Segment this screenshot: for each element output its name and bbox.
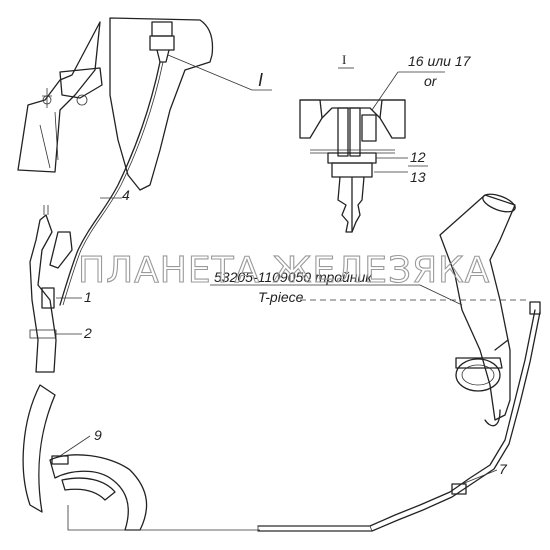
label-13: 13 — [410, 169, 426, 185]
bottom-dash-line — [67, 505, 260, 531]
view-leader-line — [167, 54, 253, 91]
corrugated-hose — [22, 384, 148, 531]
tee-english-label: T-piece — [258, 289, 304, 305]
label-1: 1 — [84, 289, 92, 305]
tee-part-number-label: 53205-1109050 тройник — [214, 269, 373, 285]
label-7: 7 — [499, 461, 508, 477]
label-9: 9 — [94, 427, 102, 443]
leader-16-17 — [371, 71, 399, 111]
label-16-17: 16 или 17 — [408, 53, 472, 69]
label-12: 12 — [410, 149, 426, 165]
detail-mark-label: I — [342, 52, 346, 67]
watermark: ПЛАНЕТА ЖЕЛЕЗЯКА — [78, 250, 490, 291]
upper-body-panel — [17, 17, 214, 191]
detail-view-i: I — [299, 52, 406, 233]
hose-4 — [59, 61, 161, 306]
bottom-hose — [257, 309, 536, 527]
label-2: 2 — [83, 325, 92, 341]
leader-7 — [461, 469, 498, 485]
leader-9 — [59, 435, 91, 457]
left-tube-assembly — [29, 205, 73, 373]
label-or: or — [424, 73, 438, 89]
tee-leader — [419, 284, 463, 306]
clamp-7 — [451, 483, 467, 495]
label-4: 4 — [122, 187, 130, 203]
right-tank-inlet — [439, 193, 541, 427]
view-mark-label: I — [258, 70, 263, 90]
